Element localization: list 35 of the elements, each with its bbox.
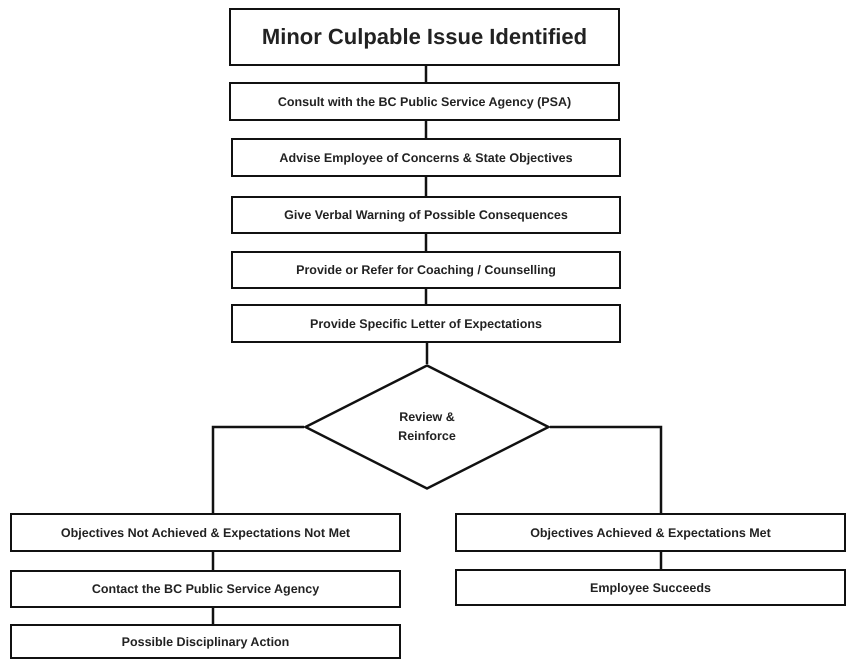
step-text: Minor Culpable Issue Identified [262,24,588,50]
connector-line [212,608,214,624]
step-text: Give Verbal Warning of Possible Consequences [284,208,568,222]
connector-line [426,343,428,364]
step-text: Objectives Not Achieved & Expectations Not Met [60,526,350,540]
decision-text: Review & Reinforce [397,409,457,445]
step-text: Consult with the BC Public Service Agency (PSA) [278,94,572,108]
process-box [229,8,620,66]
step-text: Advise Employee of Concerns & State Objectives [279,150,573,164]
connector-line [660,552,662,569]
process-box [231,251,621,289]
process-box [10,513,401,552]
connector-line [212,426,304,513]
process-box [10,570,401,608]
process-box [231,138,621,177]
connector-line [550,426,662,513]
connector-line [424,66,428,82]
step-text: Provide Specific Letter of Expectations [310,316,542,330]
step-text: Objectives Achieved & Expectations Met [530,526,771,540]
process-box [455,513,846,552]
process-box [10,624,401,659]
step-text: Possible Disciplinary Action [122,634,290,648]
connector-line [424,177,428,196]
process-box [229,82,620,121]
connector-line [424,289,428,304]
step-text: Contact the BC Public Service Agency [92,582,320,596]
decision-diamond [304,364,550,490]
step-text: Provide or Refer for Coaching / Counselling [296,263,556,277]
process-box [455,569,846,606]
process-box [231,196,621,234]
connector-line [424,121,428,138]
connector-line [212,552,214,570]
connector-line [424,234,428,251]
process-box [231,304,621,343]
step-text: Employee Succeeds [590,580,711,594]
